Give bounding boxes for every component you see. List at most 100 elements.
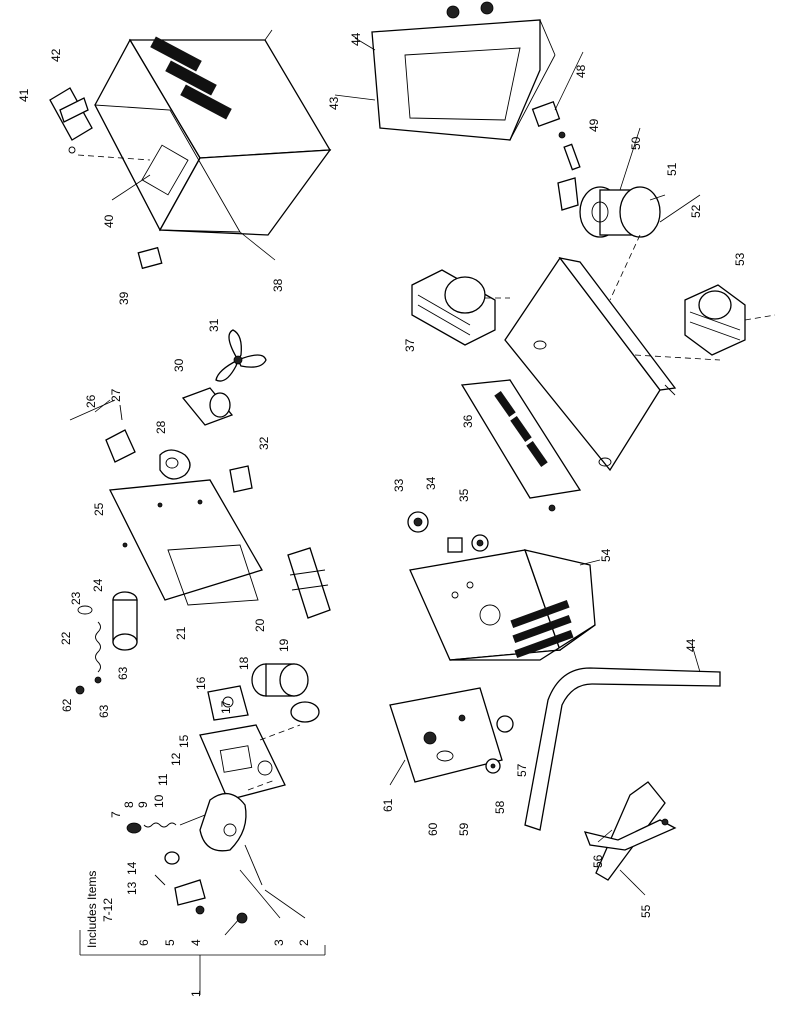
- callout-31: 31: [207, 318, 221, 332]
- callout-30: 30: [172, 358, 186, 372]
- washer-62: [75, 685, 85, 695]
- bracket-16: [207, 685, 249, 721]
- callout-18: 18: [237, 656, 251, 670]
- callout-16: 16: [194, 676, 208, 690]
- spring-22: [94, 621, 102, 684]
- callout-24: 24: [91, 578, 105, 592]
- control-box: [409, 549, 596, 661]
- callout-1: 1: [189, 990, 203, 997]
- callout-48: 48: [574, 64, 588, 78]
- bracket-28: [159, 449, 191, 480]
- callout-4: 4: [189, 939, 203, 946]
- callout-26: 26: [84, 394, 98, 408]
- includes-items-note: Includes Items: [85, 871, 99, 948]
- case-vents: [150, 36, 232, 120]
- callout-44-rear: 44: [349, 32, 363, 46]
- callout-41: 41: [17, 88, 31, 102]
- callout-49: 49: [587, 118, 601, 132]
- callout-54: 54: [599, 548, 613, 562]
- top-handle: [49, 87, 151, 161]
- front-louver: [460, 379, 582, 512]
- callout-28: 28: [154, 420, 168, 434]
- center-bracket: [108, 479, 263, 606]
- callout-35: 35: [457, 488, 471, 502]
- callout-27: 27: [109, 388, 123, 402]
- callout-12: 12: [169, 752, 183, 766]
- cart-handle-lower: [524, 667, 721, 831]
- switch-part: [531, 100, 566, 139]
- callout-13: 13: [125, 881, 139, 895]
- callout-11: 11: [156, 773, 170, 786]
- callout-51: 51: [665, 162, 679, 176]
- callout-32: 32: [257, 436, 271, 450]
- clamp-5-6: [174, 879, 206, 915]
- callout-58: 58: [493, 800, 507, 814]
- case-cover: [94, 29, 332, 236]
- callout-61: 61: [381, 798, 395, 812]
- callout-23: 23: [69, 591, 83, 605]
- callout-39: 39: [117, 291, 131, 305]
- callout-53: 53: [733, 252, 747, 266]
- callout-57: 57: [515, 763, 529, 777]
- transformer-37: [411, 269, 510, 346]
- knob-57-58: [485, 715, 514, 774]
- front-panel: [389, 687, 503, 783]
- fan-motor: [181, 387, 234, 426]
- callout-63-lower: 63: [97, 704, 111, 718]
- leader-lines: [94, 37, 701, 995]
- wire-feed-assembly: [199, 779, 276, 886]
- callout-10: 10: [152, 794, 166, 808]
- callout-55: 55: [639, 904, 653, 918]
- washer-14: [164, 851, 180, 865]
- knob-35: [471, 534, 489, 552]
- mount-plate-15: [199, 724, 286, 801]
- callout-62: 62: [60, 698, 74, 712]
- callout-6: 6: [137, 939, 151, 946]
- base-plate: [504, 234, 721, 472]
- callout-22: 22: [59, 631, 73, 645]
- callout-42: 42: [49, 48, 63, 62]
- clip-23: [77, 605, 93, 615]
- callout-20: 20: [253, 618, 267, 632]
- callout-17: 17: [219, 700, 233, 714]
- callout-40: 40: [102, 214, 116, 228]
- includes-items-range: 7-12: [101, 898, 115, 922]
- transformer-53: [684, 284, 776, 356]
- callout-8: 8: [122, 801, 136, 808]
- knob-7: [126, 814, 206, 834]
- bolt-4: [224, 912, 248, 936]
- callout-14: 14: [125, 861, 139, 875]
- callout-15: 15: [177, 734, 191, 748]
- block-32: [229, 465, 253, 493]
- callout-59: 59: [457, 822, 471, 836]
- rectifier-plate: [287, 547, 331, 619]
- callout-3: 3: [272, 939, 286, 946]
- callout-33: 33: [392, 478, 406, 492]
- electrode-holder: [583, 781, 677, 881]
- callout-43: 43: [327, 96, 341, 110]
- callout-44-front: 44: [684, 638, 698, 652]
- callout-2: 2: [297, 939, 311, 946]
- callout-7: 7: [109, 811, 123, 818]
- callout-38: 38: [271, 278, 285, 292]
- callout-60: 60: [426, 822, 440, 836]
- includes-bracket: [79, 930, 326, 980]
- motor-18: [251, 663, 320, 741]
- callout-52: 52: [689, 204, 703, 218]
- plate-26: [69, 399, 136, 463]
- small-bracket: [137, 246, 163, 270]
- fan-blade-31: [215, 329, 267, 382]
- callout-labels: 1 2 3 4 5 6 7 8 9 10 11 12 13 14 15 16 1…: [17, 32, 747, 997]
- capacitor-24: [112, 591, 138, 651]
- callout-34: 34: [424, 476, 438, 490]
- capacitor-assembly: [557, 143, 666, 238]
- rear-panel: [371, 1, 556, 141]
- screw-13: [154, 874, 166, 886]
- callout-63-upper: 63: [116, 666, 130, 680]
- knob-33: [407, 511, 429, 533]
- callout-9: 9: [136, 801, 150, 808]
- callout-37: 37: [403, 338, 417, 352]
- callout-5: 5: [163, 939, 177, 946]
- callout-50: 50: [629, 136, 643, 150]
